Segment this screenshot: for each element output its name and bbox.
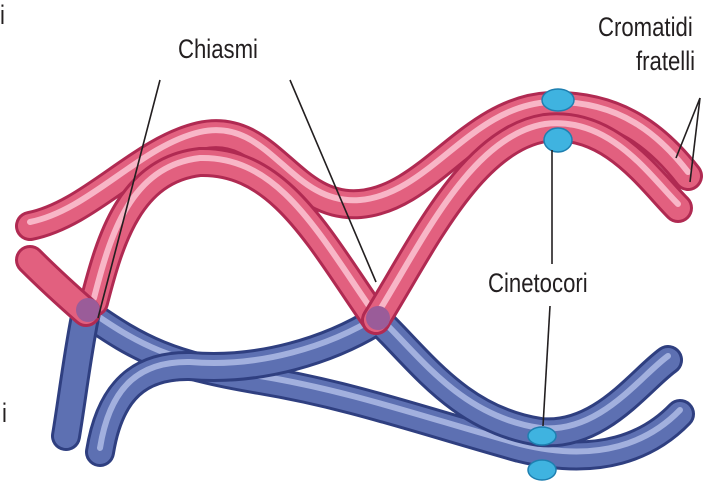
leader-line-cinetocori-down	[543, 306, 550, 426]
chiasma-point	[366, 306, 390, 330]
pink-chromosome	[30, 102, 688, 320]
kinetochores-label: Cinetocori	[488, 268, 588, 298]
cropped-label-bottom-left: i	[2, 398, 7, 428]
kinetochore	[528, 460, 556, 480]
sister-chromatids-label-line2: fratelli	[636, 46, 695, 76]
cropped-label-top-left: i	[0, 0, 5, 30]
kinetochore	[528, 427, 556, 445]
pink-chromatid	[94, 162, 376, 320]
kinetochore	[542, 89, 574, 111]
chiasma-point	[76, 298, 100, 322]
sister-chromatids-label-line1: Cromatidi	[598, 12, 693, 42]
kinetochore	[544, 128, 572, 152]
blue-chromatid	[100, 320, 668, 452]
chiasmata-label: Chiasmi	[178, 34, 258, 64]
